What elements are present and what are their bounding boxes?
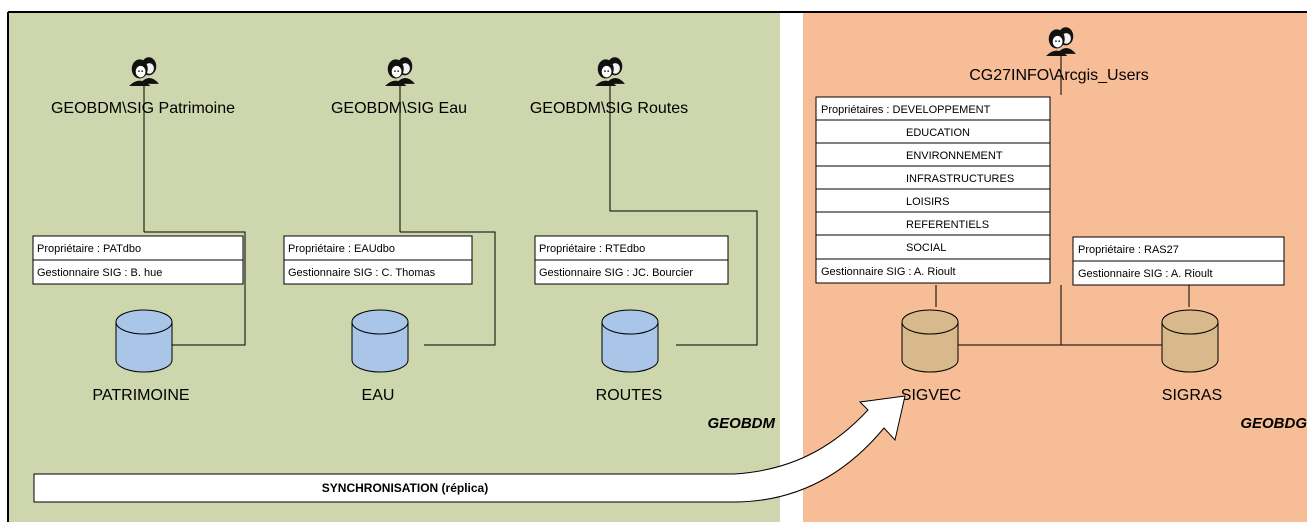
owner-loisirs: LOISIRS (906, 196, 949, 208)
owner-education: EDUCATION (906, 127, 970, 139)
owner-environnement: ENVIRONNEMENT (906, 150, 1003, 162)
database-routes (601, 309, 659, 373)
info-box-sigras: Propriétaire : RAS27 Gestionnaire SIG : … (1072, 236, 1285, 286)
info-box-routes: Propriétaire : RTEdbo Gestionnaire SIG :… (534, 235, 729, 285)
database-patrimoine (115, 309, 173, 373)
sync-arrow (33, 395, 906, 503)
manager-text: Gestionnaire SIG : C. Thomas (288, 267, 436, 279)
group-label-arcgis: CG27INFO\Arcgis_Users (969, 67, 1149, 84)
info-box-eau: Propriétaire : EAUdbo Gestionnaire SIG :… (283, 235, 473, 285)
db-label-sigras: SIGRAS (1162, 387, 1222, 404)
group-label-routes: GEOBDM\SIG Routes (530, 100, 688, 117)
db-label-sigvec: SIGVEC (901, 387, 961, 404)
owner-infrastructures: INFRASTRUCTURES (906, 173, 1014, 185)
database-sigras (1161, 309, 1219, 373)
owner-social: SOCIAL (906, 242, 946, 254)
db-label-patrimoine: PATRIMOINE (92, 387, 189, 404)
owner-text: Propriétaire : PATdbo (37, 243, 141, 255)
panel-label-geobdg: GEOBDG (1240, 415, 1307, 432)
manager-text: Gestionnaire SIG : JC. Bourcier (539, 267, 693, 279)
group-label-eau: GEOBDM\SIG Eau (331, 100, 467, 117)
owner-text: Propriétaire : EAUdbo (288, 243, 395, 255)
database-sigvec (901, 309, 959, 373)
manager-text: Gestionnaire SIG : A. Rioult (821, 266, 956, 278)
owner-text: Propriétaire : RTEdbo (539, 243, 645, 255)
panel-label-geobdm: GEOBDM (708, 415, 776, 432)
owner-text: Propriétaire : RAS27 (1078, 244, 1179, 256)
owner-referentiels: REFERENTIELS (906, 219, 989, 231)
info-box-sigvec: Propriétaires : DEVELOPPEMENT EDUCATION … (815, 96, 1051, 284)
manager-text: Gestionnaire SIG : A. Rioult (1078, 268, 1213, 280)
sync-label: SYNCHRONISATION (réplica) (322, 481, 488, 495)
group-label-patrimoine: GEOBDM\SIG Patrimoine (51, 100, 235, 117)
db-label-eau: EAU (362, 387, 395, 404)
manager-text: Gestionnaire SIG : B. hue (37, 267, 162, 279)
connector-lines (143, 55, 1190, 346)
owners-label: Propriétaires : DEVELOPPEMENT (821, 104, 991, 116)
db-label-routes: ROUTES (596, 387, 663, 404)
database-eau (351, 309, 409, 373)
info-box-patrimoine: Propriétaire : PATdbo Gestionnaire SIG :… (32, 235, 244, 285)
